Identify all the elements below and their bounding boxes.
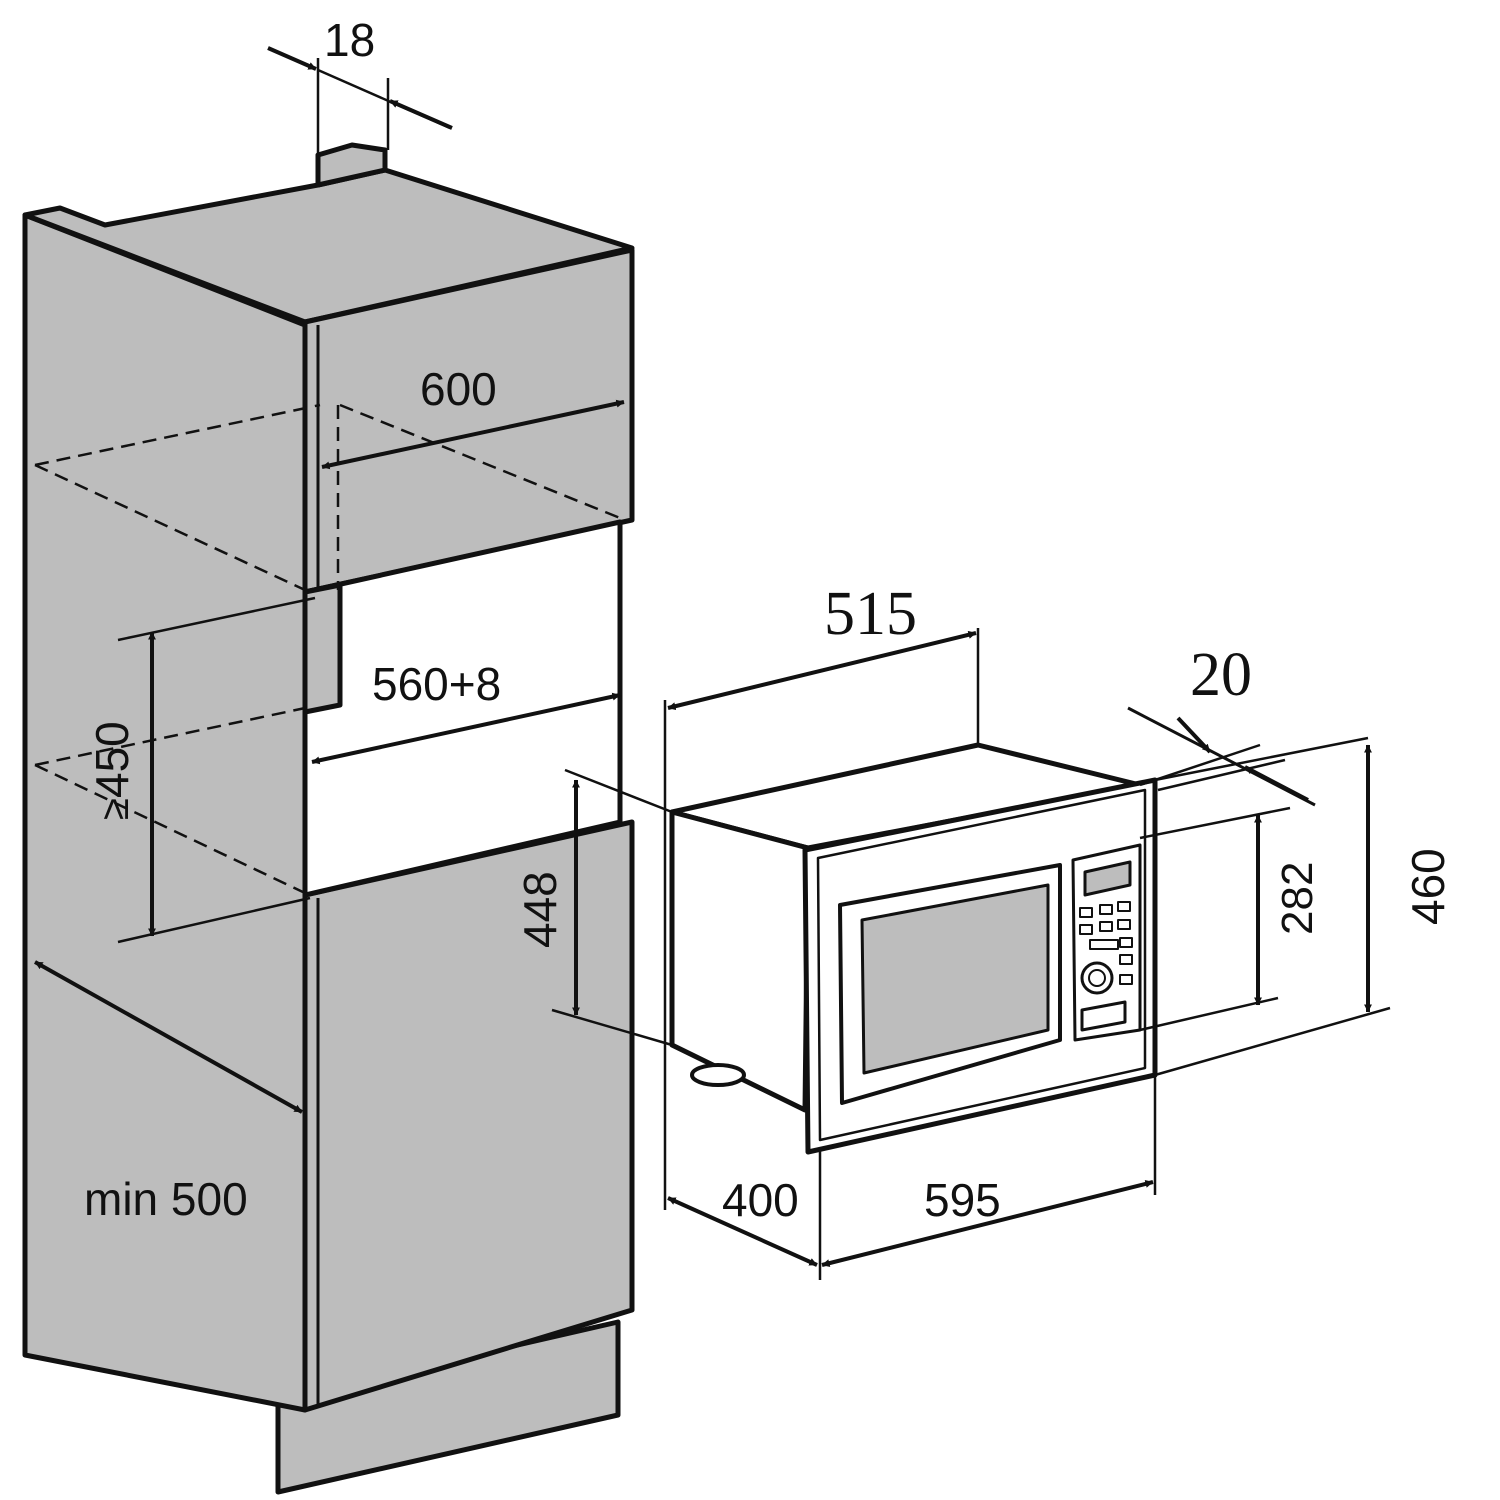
button-icon bbox=[1099, 921, 1113, 932]
button-icon bbox=[1119, 954, 1133, 965]
label-frame-height: 460 bbox=[1402, 848, 1454, 925]
dim-arrow-600 bbox=[321, 399, 625, 470]
label-panel-thickness: 18 bbox=[324, 14, 375, 66]
label-frame-depth: 400 bbox=[722, 1174, 799, 1226]
dimension-labels: 18 600 560+8 ≥ 450 448 min 500 515 20 28… bbox=[84, 14, 1454, 1226]
button-icon bbox=[1079, 924, 1093, 935]
label-min-depth: min 500 bbox=[84, 1173, 248, 1225]
opening-inner-wall bbox=[302, 582, 343, 715]
lower-front-door bbox=[302, 819, 635, 1413]
dim-arrow-18-right bbox=[389, 99, 453, 130]
button-icon bbox=[1117, 919, 1131, 930]
door-release-button-icon bbox=[1080, 1000, 1127, 1032]
display-window-icon bbox=[1083, 860, 1132, 897]
cabinet-left-side bbox=[22, 212, 308, 1413]
microwave-foot bbox=[690, 1063, 746, 1087]
label-unit-height: 282 bbox=[1273, 862, 1322, 935]
button-icon bbox=[1119, 937, 1133, 948]
dim-arrow-min500 bbox=[34, 960, 303, 1114]
label-opening-height-prefix: ≥ bbox=[93, 798, 137, 820]
microwave bbox=[669, 742, 1158, 1155]
dimension-lines bbox=[34, 46, 1391, 1280]
button-icon bbox=[1099, 904, 1113, 915]
dim-arrow-515 bbox=[667, 630, 977, 711]
top-panel-notch bbox=[315, 142, 388, 188]
door-window-glass bbox=[860, 883, 1050, 1075]
button-icon bbox=[1117, 901, 1131, 912]
label-cabinet-depth: 600 bbox=[420, 363, 497, 415]
dim-arrow-595 bbox=[821, 1179, 1154, 1268]
label-opening-width: 560+8 bbox=[372, 658, 501, 710]
label-frame-thickness: 20 bbox=[1190, 641, 1252, 709]
button-icon bbox=[1089, 939, 1119, 950]
label-unit-depth: 515 bbox=[824, 580, 917, 648]
label-min-height: 448 bbox=[514, 871, 566, 948]
dim-arrow-18-left bbox=[267, 46, 317, 71]
button-icon bbox=[1079, 907, 1093, 918]
button-icon bbox=[1119, 974, 1133, 985]
label-frame-width: 595 bbox=[924, 1174, 1001, 1226]
microwave-side bbox=[669, 809, 811, 1113]
dim-arrow-400 bbox=[667, 1196, 818, 1267]
dim-arrow-560 bbox=[311, 692, 621, 765]
label-opening-height: 450 bbox=[86, 721, 138, 798]
